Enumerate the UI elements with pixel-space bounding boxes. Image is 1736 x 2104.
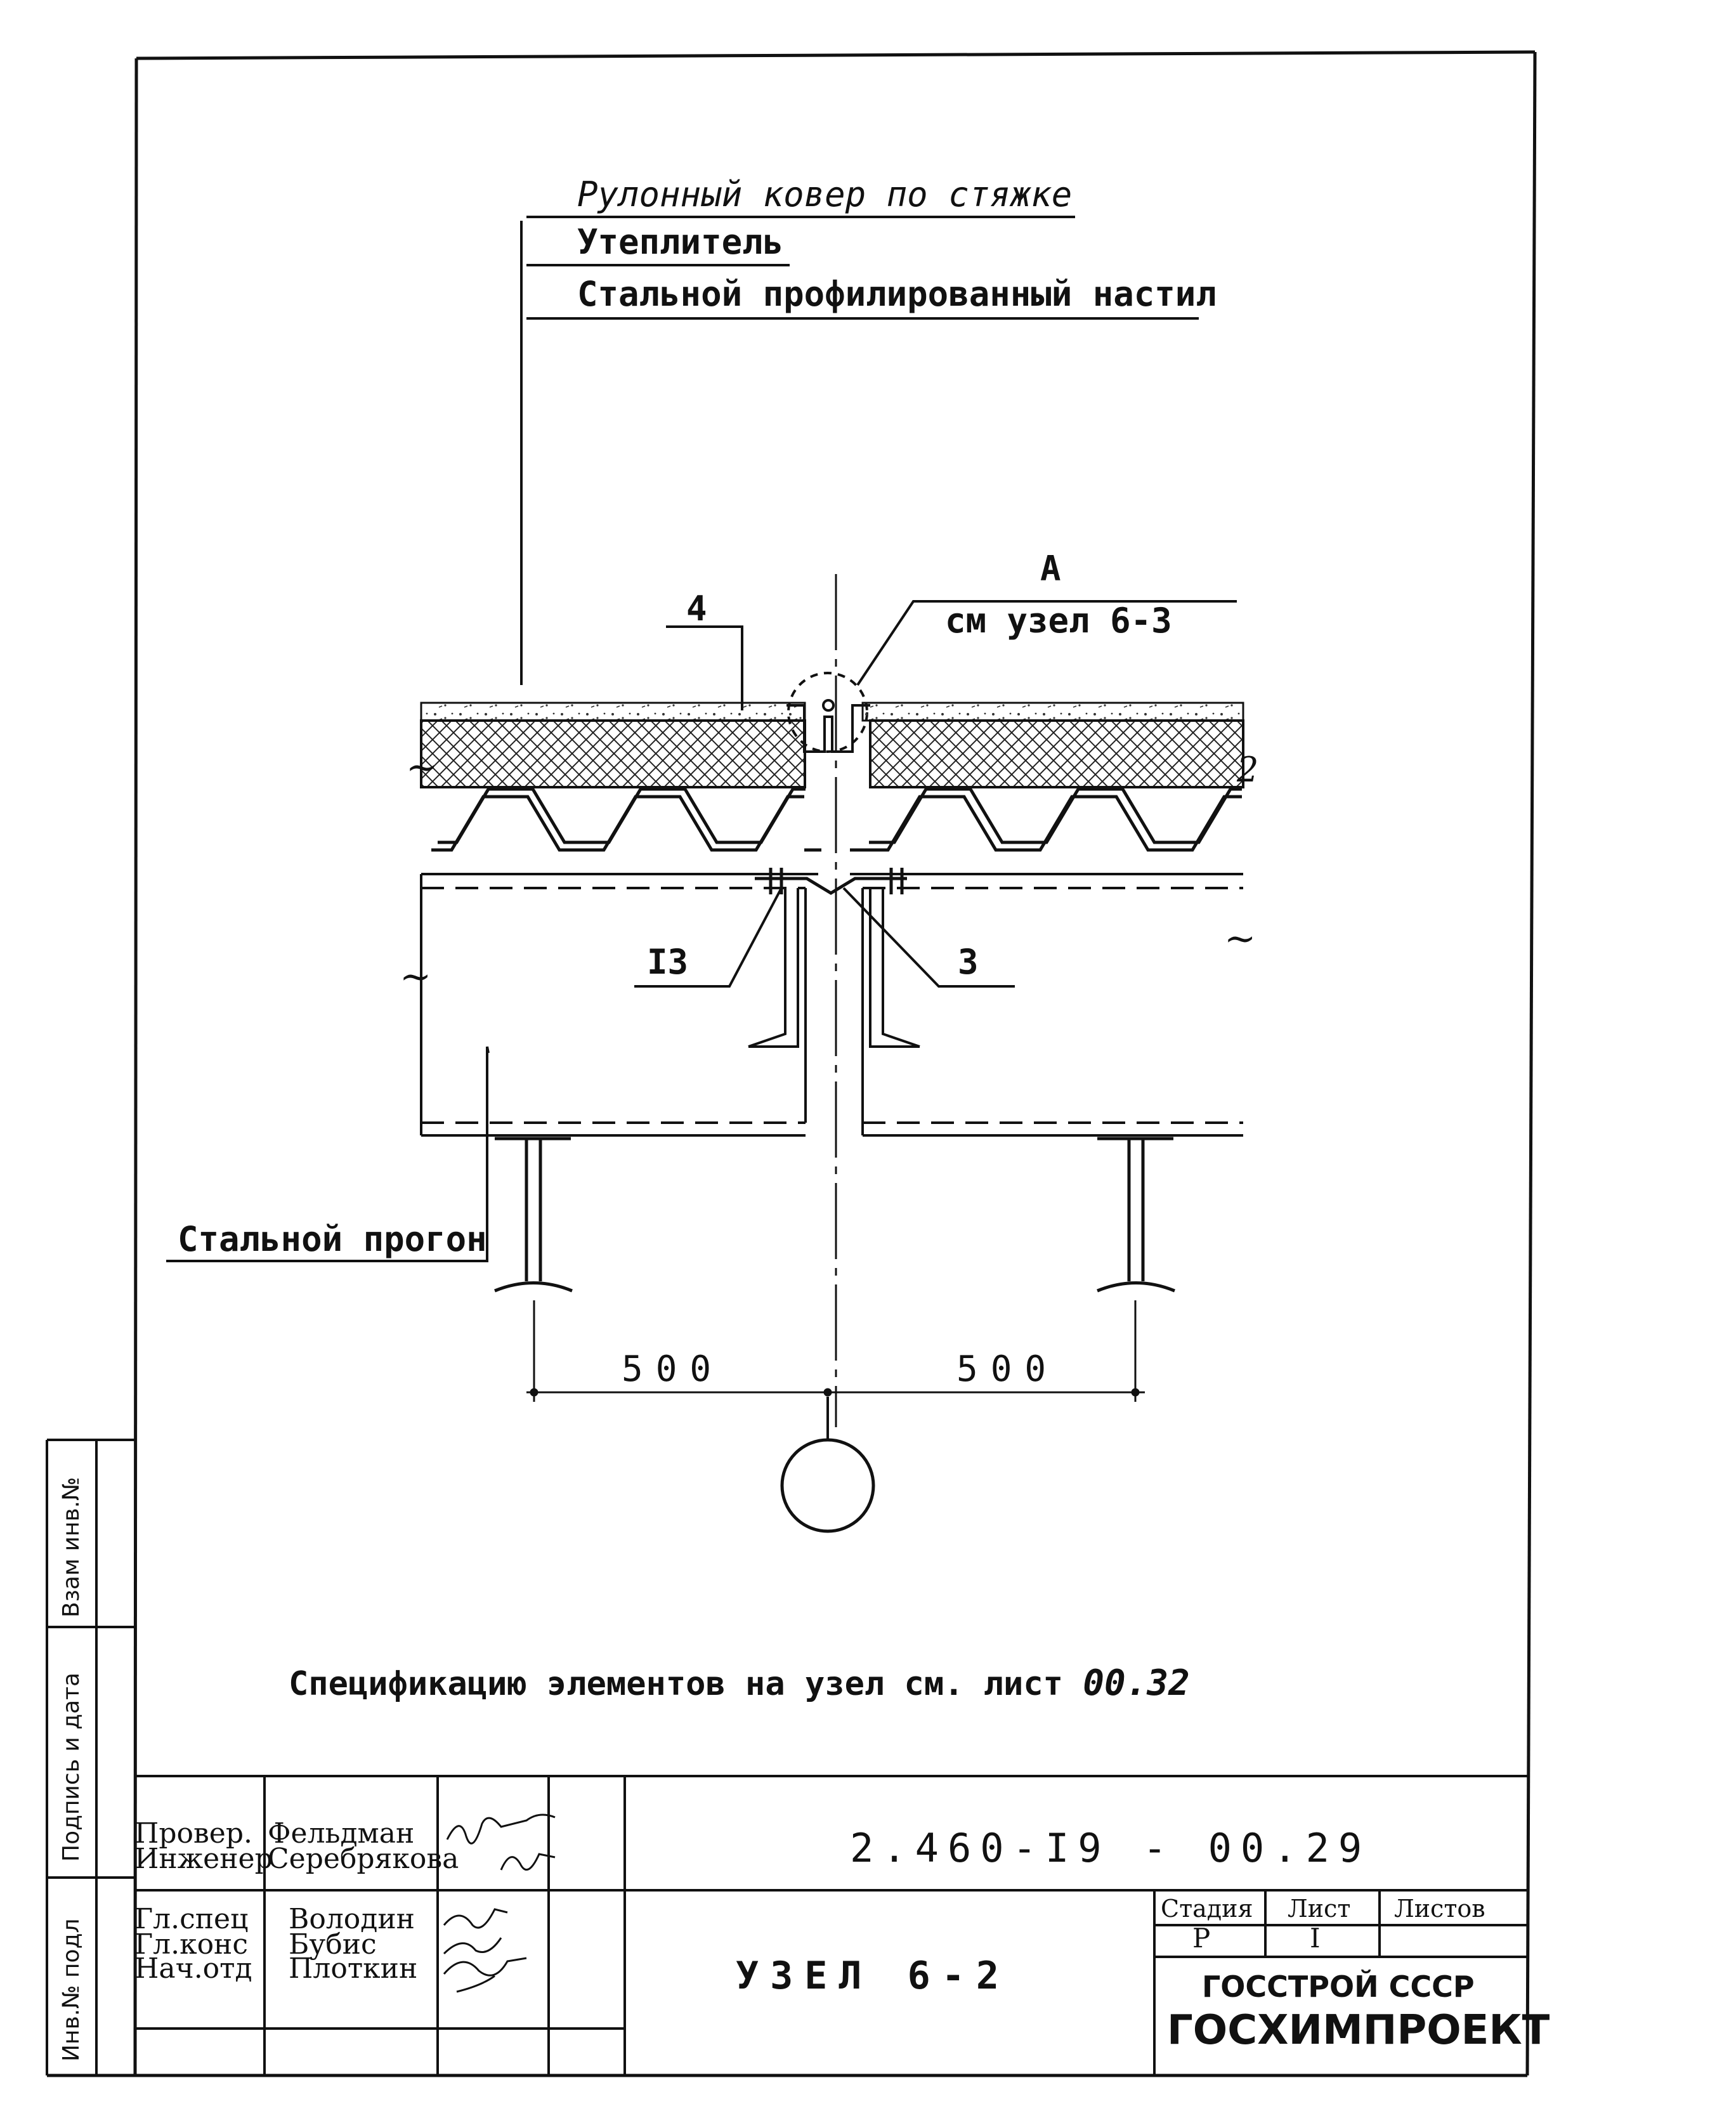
dimension-right: 500 [956,1349,1059,1390]
joint-compensator [786,699,870,753]
signature-role: Провер. [134,1817,252,1850]
break-mark: ~ [406,745,438,790]
legend-insulation: Утеплитель [577,222,783,262]
dimension-line [526,1300,1145,1402]
purlin-right [1097,1137,1175,1293]
stamp-replaced-inv: Взам инв.№ [58,1477,84,1617]
signature-role: Гл.конс [134,1928,248,1961]
axis-marker-circle [780,1438,875,1533]
joint-plate [755,868,907,895]
signature-table: Провер. Фельдман Инженер Серебрякова Гл.… [134,1817,459,1985]
signature-role: Инженер [134,1843,273,1875]
roof-slab-right [861,702,1244,788]
org-institute: ГОСХИМПРОЕКТ [1167,2007,1550,2054]
signature-role: Гл.спец [134,1903,248,1935]
break-mark: ~ [1224,917,1256,961]
detail-reference: см узел 6-3 [945,601,1172,641]
break-mark: ~ [400,955,431,999]
document-code: 2.460-I9 - 00.29 [850,1825,1371,1871]
note-sheet-ref: 00.32 [1083,1663,1190,1704]
stage-value: Р [1192,1923,1210,1954]
signature-name: Бубис [289,1928,377,1961]
sheet-frame [47,50,1537,2077]
sheet-value: I [1310,1923,1321,1954]
position-3: 3 [958,942,979,982]
sheets-header: Листов [1394,1895,1485,1923]
legend-roll-carpet: Рулонный ковер по стяжке [577,174,1072,214]
stage-header: Стадия [1161,1895,1253,1923]
center-axis [780,574,875,1533]
signature-name: Володин [289,1903,415,1935]
org-ministry: ГОССТРОЙ СССР [1202,1970,1475,2004]
stamp-signature-date: Подпись и дата [58,1673,84,1862]
note-text: Спецификацию элементов на узел см. лист [289,1665,1063,1703]
signature-role: Нач.отд [134,1952,252,1985]
signature-name: Серебрякова [268,1843,459,1875]
position-13: I3 [647,942,688,982]
break-mark: 2 [1236,750,1258,790]
sheet-header: Лист [1288,1895,1350,1923]
position-4: 4 [686,589,707,629]
specification-note: Спецификацию элементов на узел см. лист … [289,1663,1190,1704]
title-block [135,1775,1527,2075]
profiled-deck [431,787,1242,852]
signature-name: Плоткин [289,1952,417,1985]
detail-letter: А [1040,549,1061,589]
handwritten-signatures [443,1813,556,1993]
roof-slab-left [420,702,806,788]
stamp-original-inv: Инв.№ подл [58,1919,84,2062]
layer-legend [520,216,1199,685]
leader-lines [166,625,1015,1262]
panel-left [420,873,818,1137]
dimension-left: 500 [622,1349,724,1390]
purlin-label: Стальной прогон [178,1219,487,1259]
drawing-title: УЗЕЛ 6-2 [736,1954,1010,1998]
panel-right [850,873,1243,1137]
purlin-left [494,1137,573,1293]
legend-profiled-deck: Стальной профилированный настил [577,274,1217,314]
signature-name: Фельдман [268,1817,414,1850]
side-stamp [46,1439,135,2075]
